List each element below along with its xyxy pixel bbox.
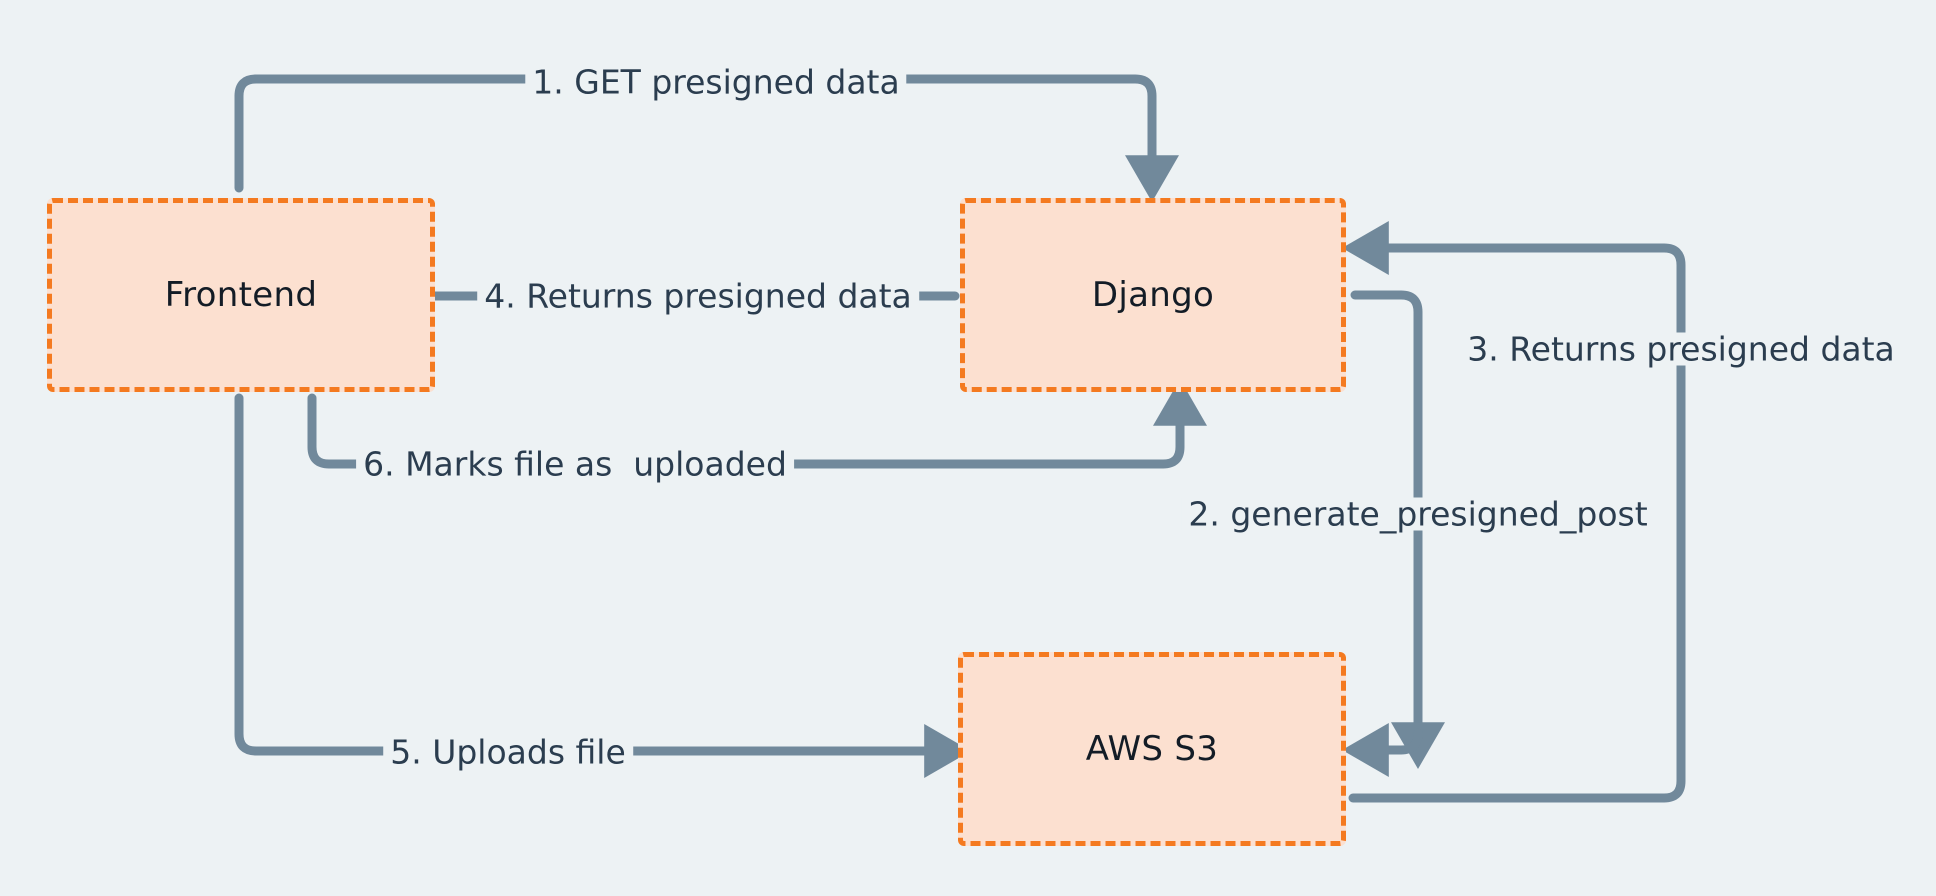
edge-5-path — [234, 393, 971, 778]
edge-label-5: 5. Uploads file — [383, 735, 633, 769]
node-django-label: Django — [1091, 275, 1215, 315]
node-django[interactable]: Django — [960, 198, 1346, 392]
node-frontend[interactable]: Frontend — [47, 198, 435, 392]
edge-label-4: 4. Returns presigned data — [477, 279, 919, 313]
edge-label-1: 1. GET presigned data — [525, 65, 907, 99]
edge-2-path — [1350, 290, 1445, 769]
edge-3-path — [1342, 221, 1686, 803]
node-frontend-label: Frontend — [164, 275, 318, 315]
edge-label-3: 3. Returns presigned data — [1460, 332, 1902, 366]
edge-2-elbow — [1342, 723, 1423, 777]
node-aws-s3[interactable]: AWS S3 — [958, 652, 1346, 846]
edge-label-6: 6. Marks file as uploaded — [356, 447, 794, 481]
edge-label-2: 2. generate_presigned_post — [1181, 497, 1655, 531]
node-aws-s3-label: AWS S3 — [1085, 729, 1219, 769]
